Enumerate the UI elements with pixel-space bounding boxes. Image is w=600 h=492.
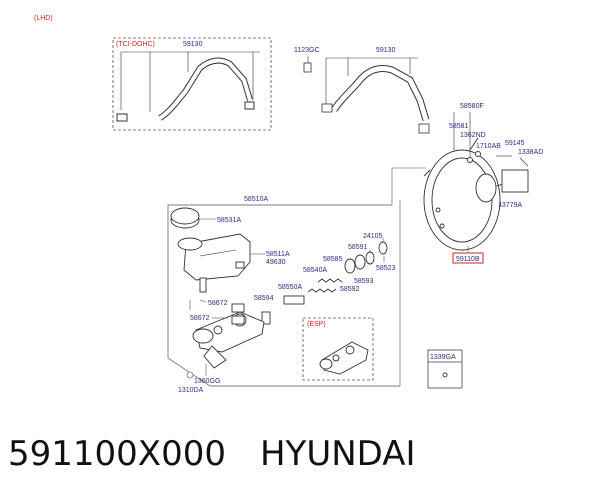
label-58550a: 58550A	[278, 284, 302, 291]
label-1338ad: 1338AD	[518, 149, 543, 156]
detail-box-label: 1339GA	[430, 354, 456, 361]
tci-part-label: 59130	[183, 41, 203, 48]
tci-vacuum-hose	[116, 51, 260, 122]
part-number: 591100X000	[8, 434, 226, 474]
label-58593: 58593	[354, 278, 374, 285]
label-1123gc: 1123GC	[294, 47, 320, 54]
brand-name: HYUNDAI	[259, 434, 416, 474]
label-58672-b: 58672	[190, 315, 210, 322]
label-1710ab: 1710AB	[476, 143, 501, 150]
lhd-label: (LHD)	[34, 15, 53, 22]
vacuum-hose-59130	[303, 56, 430, 134]
parts-diagram: (LHD) (TCI-DOHC) 59130 1123GC 59130 5858…	[34, 15, 543, 394]
label-43779a: 43779A	[498, 202, 522, 209]
label-58585: 58585	[323, 256, 343, 263]
label-58581: 58581	[449, 123, 469, 130]
label-24105: 24105	[363, 233, 383, 240]
esp-box	[302, 317, 374, 381]
label-1360gg: 1360GG	[194, 378, 220, 385]
piston-parts	[261, 241, 388, 325]
tci-dohc-title: (TCI-DOHC)	[116, 41, 155, 48]
label-58531a: 58531A	[217, 217, 241, 224]
label-1310da: 1310DA	[178, 387, 204, 394]
label-58511a: 58511A	[266, 251, 290, 258]
label-58672-a: 58672	[208, 300, 228, 307]
label-58580f: 58580F	[460, 103, 484, 110]
label-58594: 58594	[254, 295, 274, 302]
label-59145: 59145	[505, 140, 525, 147]
label-58591: 58591	[348, 244, 368, 251]
label-59130: 59130	[376, 47, 396, 54]
brake-booster	[423, 112, 529, 251]
highlight-part-label: 59110B	[456, 256, 480, 263]
esp-master-cylinder	[319, 341, 369, 375]
label-1362nd: 1362ND	[460, 132, 486, 139]
caption: 591100X000 HYUNDAI	[8, 424, 592, 484]
label-58523: 58523	[376, 265, 396, 272]
master-cylinder	[192, 303, 265, 369]
label-49630: 49630	[266, 259, 286, 266]
master-cylinder-box	[167, 204, 400, 387]
detail-box-1339ga	[427, 349, 463, 389]
reservoir-58511a	[170, 207, 251, 293]
label-58510a: 58510A	[244, 196, 268, 203]
bolt-icon	[442, 372, 448, 378]
label-58540a: 58540A	[303, 267, 327, 274]
label-58592: 58592	[340, 286, 360, 293]
esp-title: (ESP)	[307, 321, 326, 328]
